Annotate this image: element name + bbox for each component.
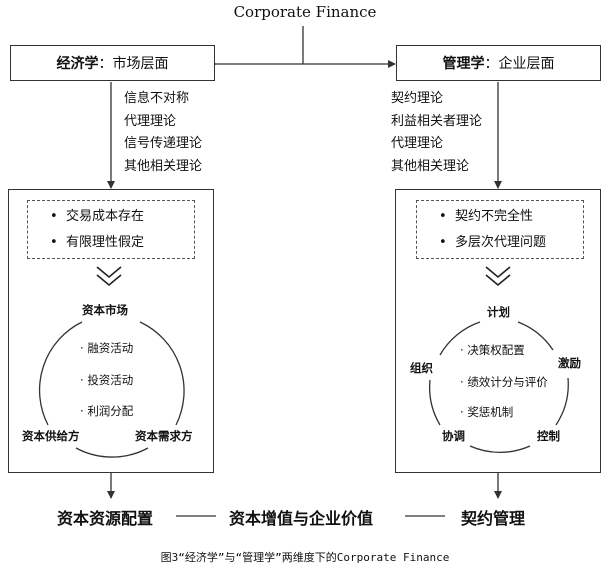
economics-header-box: 经济学：市场层面 [10, 45, 215, 81]
coordinate-label: 协调 [442, 429, 465, 443]
assumption-item: • 交易成本存在 [50, 209, 144, 224]
figure-caption: 图3“经济学”与“管理学”两维度下的Corporate Finance [160, 551, 450, 564]
capital-market-label: 资本市场 [82, 303, 128, 317]
control-label: 控制 [537, 429, 560, 443]
management-header-scope: ：企业层面 [484, 56, 555, 72]
left-double-chevron-icon [96, 266, 122, 287]
incentive-label: 激励 [558, 356, 581, 370]
cycle-item: · 融资活动 [80, 341, 134, 355]
cycle-item: · 决策权配置 [460, 343, 525, 357]
management-header-label: 管理学 [442, 56, 485, 72]
theory-item: 其他相关理论 [391, 158, 470, 174]
right-cycle-circle [428, 321, 569, 453]
management-assumptions-box: • 契约不完全性 • 多层次代理问题 [416, 200, 584, 259]
theory-item: 代理理论 [124, 113, 177, 129]
assumption-item: • 契约不完全性 [439, 209, 533, 224]
management-theory-list: 契约理论 利益相关者理论 代理理论 其他相关理论 [391, 88, 482, 178]
contract-management-label: 契约管理 [461, 509, 526, 528]
organize-label: 组织 [410, 361, 433, 375]
economics-header-label: 经济学 [56, 56, 99, 72]
theory-item: 其他相关理论 [124, 158, 203, 174]
theory-item: 信息不对称 [124, 91, 190, 106]
management-header-box: 管理学：企业层面 [396, 45, 601, 81]
capital-allocation-label: 资本资源配置 [57, 509, 154, 528]
value-creation-label: 资本增值与企业价值 [229, 509, 374, 528]
economics-panel [8, 189, 214, 473]
theory-item: 信号传递理论 [124, 136, 203, 151]
economics-theory-list: 信息不对称 代理理论 信号传递理论 其他相关理论 [124, 88, 202, 178]
cycle-item: · 利润分配 [80, 404, 134, 418]
theory-item: 利益相关者理论 [391, 113, 483, 129]
capital-supplier-label: 资本供给方 [22, 429, 80, 443]
cycle-item: · 绩效计分与评价 [460, 375, 548, 389]
cycle-item: · 奖惩机制 [460, 405, 514, 419]
diagram-title: Corporate Finance [233, 3, 377, 21]
assumption-item: • 多层次代理问题 [439, 235, 546, 250]
theory-item: 契约理论 [391, 91, 444, 106]
plan-label: 计划 [487, 305, 510, 319]
assumption-item: • 有限理性假定 [50, 235, 144, 250]
right-double-chevron-icon [485, 266, 511, 287]
capital-demander-label: 资本需求方 [135, 429, 193, 443]
theory-item: 代理理论 [391, 136, 444, 151]
left-cycle-circle [38, 321, 185, 458]
management-panel [395, 189, 601, 473]
cycle-item: · 投资活动 [80, 373, 134, 387]
economics-assumptions-box: • 交易成本存在 • 有限理性假定 [27, 200, 195, 259]
economics-header-scope: ：市场层面 [98, 56, 169, 72]
